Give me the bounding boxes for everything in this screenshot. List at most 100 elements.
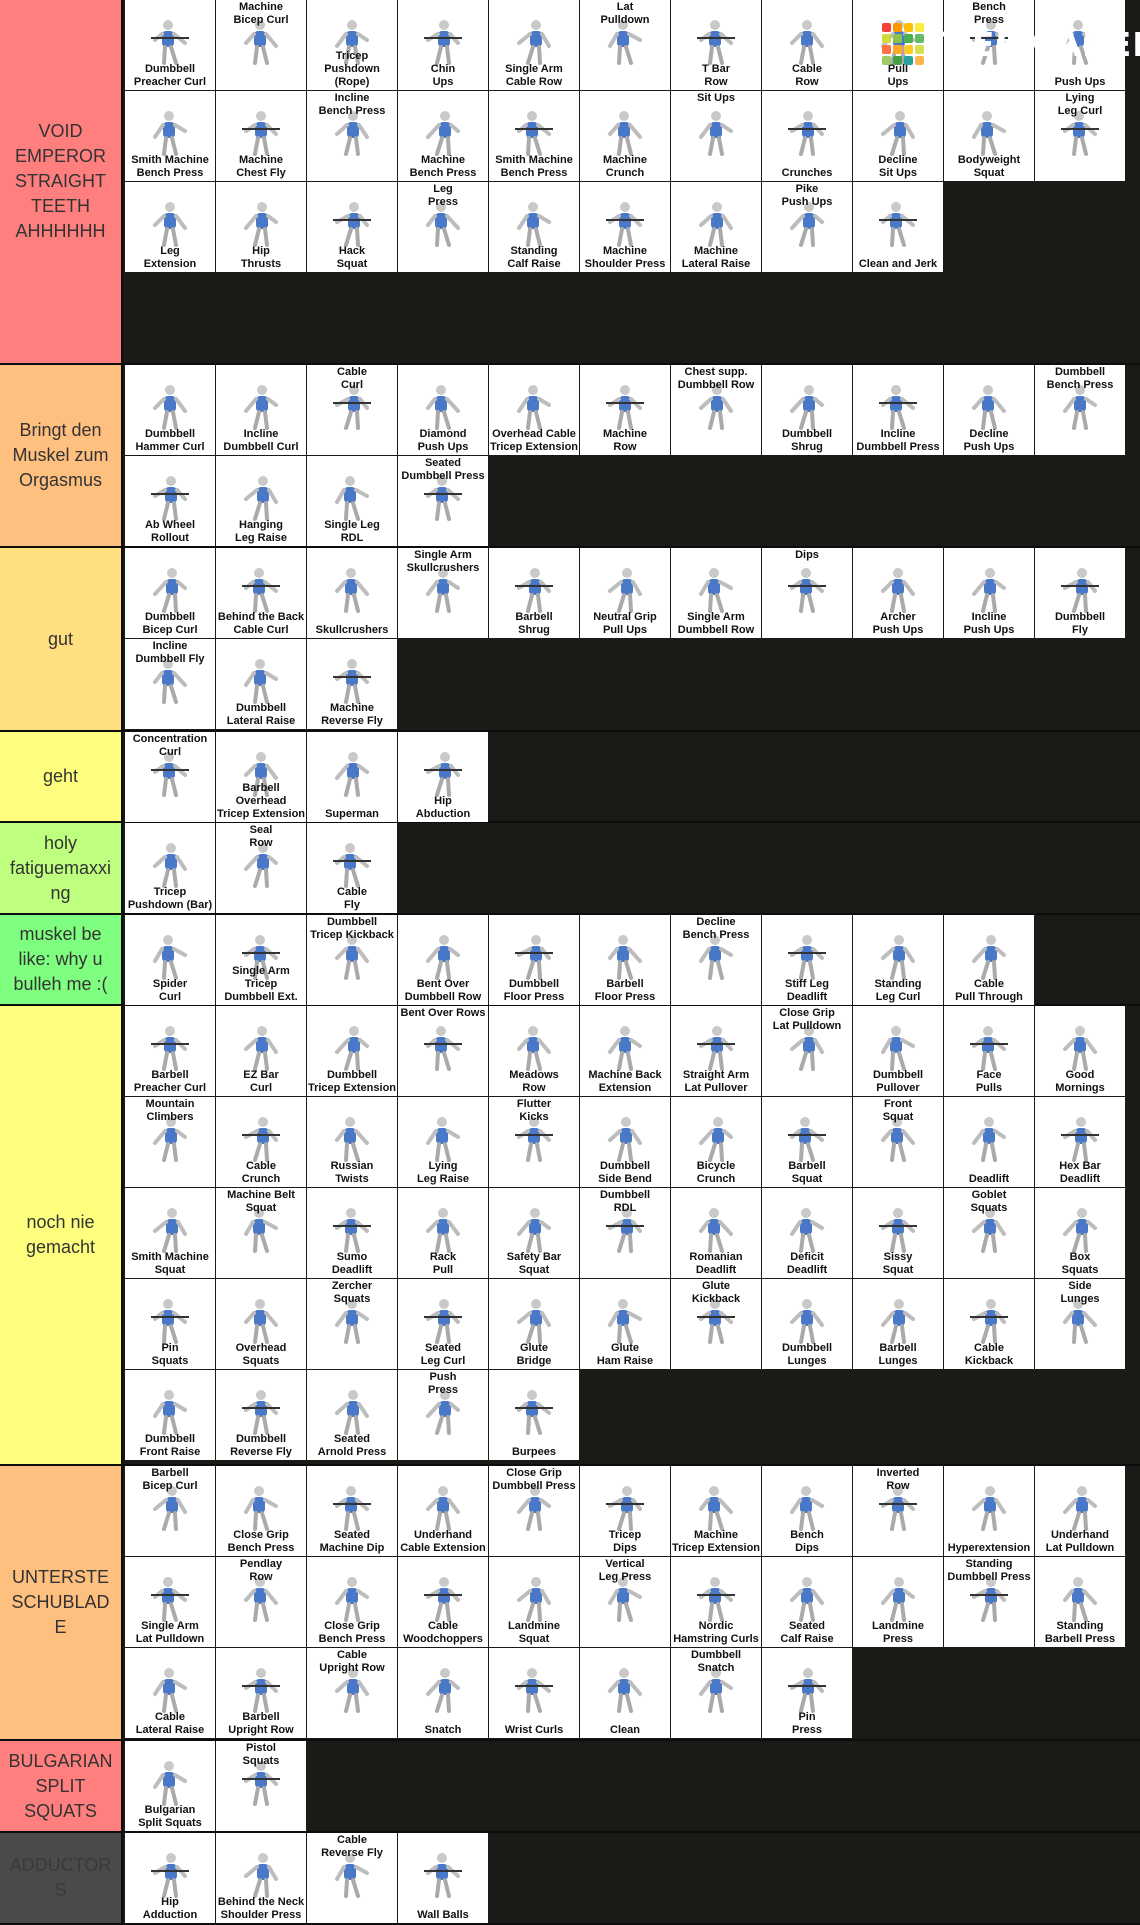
exercise-tile[interactable]: Dips xyxy=(762,548,852,638)
exercise-tile[interactable]: Barbell Squat xyxy=(762,1097,852,1187)
exercise-tile[interactable]: Pin Press xyxy=(762,1648,852,1738)
exercise-tile[interactable]: Dumbbell Fly xyxy=(1035,548,1125,638)
exercise-tile[interactable]: Dumbbell Bicep Curl xyxy=(125,548,215,638)
exercise-tile[interactable]: Decline Push Ups xyxy=(944,365,1034,455)
exercise-tile[interactable]: Crunches xyxy=(762,91,852,181)
exercise-tile[interactable]: Bodyweight Squat xyxy=(944,91,1034,181)
exercise-tile[interactable]: Incline Bench Press xyxy=(307,91,397,181)
exercise-tile[interactable]: Pistol Squats xyxy=(216,1741,306,1831)
exercise-tile[interactable]: Concentration Curl xyxy=(125,732,215,822)
tier-label[interactable]: Bringt den Muskel zum Orgasmus xyxy=(0,365,123,546)
exercise-tile[interactable]: Single Arm Skullcrushers xyxy=(398,548,488,638)
exercise-tile[interactable]: Standing Leg Curl xyxy=(853,915,943,1005)
exercise-tile[interactable]: Nordic Hamstring Curls xyxy=(671,1557,761,1647)
exercise-tile[interactable]: Dumbbell Pullover xyxy=(853,1006,943,1096)
exercise-tile[interactable]: Bent Over Rows xyxy=(398,1006,488,1096)
exercise-tile[interactable]: Hyperextension xyxy=(944,1466,1034,1556)
exercise-tile[interactable]: Smith Machine Squat xyxy=(125,1188,215,1278)
exercise-tile[interactable]: Lying Leg Raise xyxy=(398,1097,488,1187)
exercise-tile[interactable]: Underhand Cable Extension xyxy=(398,1466,488,1556)
exercise-tile[interactable]: Hip Adduction xyxy=(125,1833,215,1923)
exercise-tile[interactable]: Neutral Grip Pull Ups xyxy=(580,548,670,638)
exercise-tile[interactable]: Lat Pulldown xyxy=(580,0,670,90)
exercise-tile[interactable]: Romanian Deadlift xyxy=(671,1188,761,1278)
exercise-tile[interactable]: Close Grip Bench Press xyxy=(307,1557,397,1647)
tier-label[interactable]: gut xyxy=(0,548,123,730)
exercise-tile[interactable]: Incline Dumbbell Fly xyxy=(125,639,215,729)
exercise-tile[interactable]: Smith Machine Bench Press xyxy=(125,91,215,181)
exercise-tile[interactable]: Push Press xyxy=(398,1370,488,1460)
exercise-tile[interactable]: Overhead Squats xyxy=(216,1279,306,1369)
exercise-tile[interactable]: Dumbbell Shrug xyxy=(762,365,852,455)
exercise-tile[interactable]: Hanging Leg Raise xyxy=(216,456,306,546)
exercise-tile[interactable]: Underhand Lat Pulldown xyxy=(1035,1466,1125,1556)
exercise-tile[interactable]: Dumbbell Lunges xyxy=(762,1279,852,1369)
exercise-tile[interactable]: Pin Squats xyxy=(125,1279,215,1369)
tier-label[interactable]: UNTERSTE SCHUBLADE xyxy=(0,1466,123,1739)
exercise-tile[interactable]: Cable Crunch xyxy=(216,1097,306,1187)
exercise-tile[interactable]: Seated Machine Dip xyxy=(307,1466,397,1556)
exercise-tile[interactable]: Hip Abduction xyxy=(398,732,488,822)
exercise-tile[interactable]: Close Grip Lat Pulldown xyxy=(762,1006,852,1096)
exercise-tile[interactable]: Sissy Squat xyxy=(853,1188,943,1278)
exercise-tile[interactable]: Skullcrushers xyxy=(307,548,397,638)
exercise-tile[interactable]: Barbell Upright Row xyxy=(216,1648,306,1738)
exercise-tile[interactable]: Vertical Leg Press xyxy=(580,1557,670,1647)
exercise-tile[interactable]: Bent Over Dumbbell Row xyxy=(398,915,488,1005)
exercise-tile[interactable]: Glute Bridge xyxy=(489,1279,579,1369)
exercise-tile[interactable]: Hip Thrusts xyxy=(216,182,306,272)
exercise-tile[interactable]: Sumo Deadlift xyxy=(307,1188,397,1278)
tier-label[interactable]: holy fatiguemaxxing xyxy=(0,823,123,913)
exercise-tile[interactable]: Cable Row xyxy=(762,0,852,90)
exercise-tile[interactable]: Behind the Back Cable Curl xyxy=(216,548,306,638)
exercise-tile[interactable]: Incline Push Ups xyxy=(944,548,1034,638)
exercise-tile[interactable]: Close Grip Bench Press xyxy=(216,1466,306,1556)
exercise-tile[interactable]: Clean and Jerk xyxy=(853,182,943,272)
exercise-tile[interactable]: Tricep Dips xyxy=(580,1466,670,1556)
exercise-tile[interactable]: Machine Bench Press xyxy=(398,91,488,181)
exercise-tile[interactable]: Standing Dumbbell Press xyxy=(944,1557,1034,1647)
exercise-tile[interactable]: Dumbbell Tricep Extension xyxy=(307,1006,397,1096)
exercise-tile[interactable]: Decline Bench Press xyxy=(671,915,761,1005)
exercise-tile[interactable]: Wrist Curls xyxy=(489,1648,579,1738)
exercise-tile[interactable]: Cable Pull Through xyxy=(944,915,1034,1005)
exercise-tile[interactable]: Close Grip Dumbbell Press xyxy=(489,1466,579,1556)
exercise-tile[interactable]: Machine Reverse Fly xyxy=(307,639,397,729)
exercise-tile[interactable]: Barbell Floor Press xyxy=(580,915,670,1005)
exercise-tile[interactable]: Dumbbell Floor Press xyxy=(489,915,579,1005)
exercise-tile[interactable]: Dumbbell Lateral Raise xyxy=(216,639,306,729)
exercise-tile[interactable]: Dumbbell RDL xyxy=(580,1188,670,1278)
exercise-tile[interactable]: Standing Barbell Press xyxy=(1035,1557,1125,1647)
exercise-tile[interactable]: Chin Ups xyxy=(398,0,488,90)
exercise-tile[interactable]: Seated Calf Raise xyxy=(762,1557,852,1647)
exercise-tile[interactable]: Goblet Squats xyxy=(944,1188,1034,1278)
exercise-tile[interactable]: Landmine Press xyxy=(853,1557,943,1647)
exercise-tile[interactable]: Barbell Overhead Tricep Extension xyxy=(216,732,306,822)
exercise-tile[interactable]: Tricep Pushdown (Bar) xyxy=(125,823,215,913)
exercise-tile[interactable]: Hex Bar Deadlift xyxy=(1035,1097,1125,1187)
exercise-tile[interactable]: Dumbbell Bench Press xyxy=(1035,365,1125,455)
exercise-tile[interactable]: Machine Shoulder Press xyxy=(580,182,670,272)
exercise-tile[interactable]: Machine Chest Fly xyxy=(216,91,306,181)
exercise-tile[interactable]: Russian Twists xyxy=(307,1097,397,1187)
exercise-tile[interactable]: Box Squats xyxy=(1035,1188,1125,1278)
exercise-tile[interactable]: Cable Woodchoppers xyxy=(398,1557,488,1647)
exercise-tile[interactable]: Rack Pull xyxy=(398,1188,488,1278)
exercise-tile[interactable]: Face Pulls xyxy=(944,1006,1034,1096)
exercise-tile[interactable]: Machine Row xyxy=(580,365,670,455)
exercise-tile[interactable]: Behind the Neck Shoulder Press xyxy=(216,1833,306,1923)
exercise-tile[interactable]: Barbell Preacher Curl xyxy=(125,1006,215,1096)
exercise-tile[interactable]: Cable Curl xyxy=(307,365,397,455)
exercise-tile[interactable]: Pike Push Ups xyxy=(762,182,852,272)
exercise-tile[interactable]: Dumbbell Preacher Curl xyxy=(125,0,215,90)
exercise-tile[interactable]: Cable Kickback xyxy=(944,1279,1034,1369)
exercise-tile[interactable]: Cable Upright Row xyxy=(307,1648,397,1738)
exercise-tile[interactable]: Landmine Squat xyxy=(489,1557,579,1647)
exercise-tile[interactable]: Machine Crunch xyxy=(580,91,670,181)
tier-label[interactable]: muskel be like: why u bulleh me :( xyxy=(0,915,123,1004)
exercise-tile[interactable]: Single Arm Tricep Dumbbell Ext. xyxy=(216,915,306,1005)
exercise-tile[interactable]: Bench Press xyxy=(944,0,1034,90)
exercise-tile[interactable]: Ab Wheel Rollout xyxy=(125,456,215,546)
exercise-tile[interactable]: Machine Lateral Raise xyxy=(671,182,761,272)
exercise-tile[interactable]: Single Leg RDL xyxy=(307,456,397,546)
